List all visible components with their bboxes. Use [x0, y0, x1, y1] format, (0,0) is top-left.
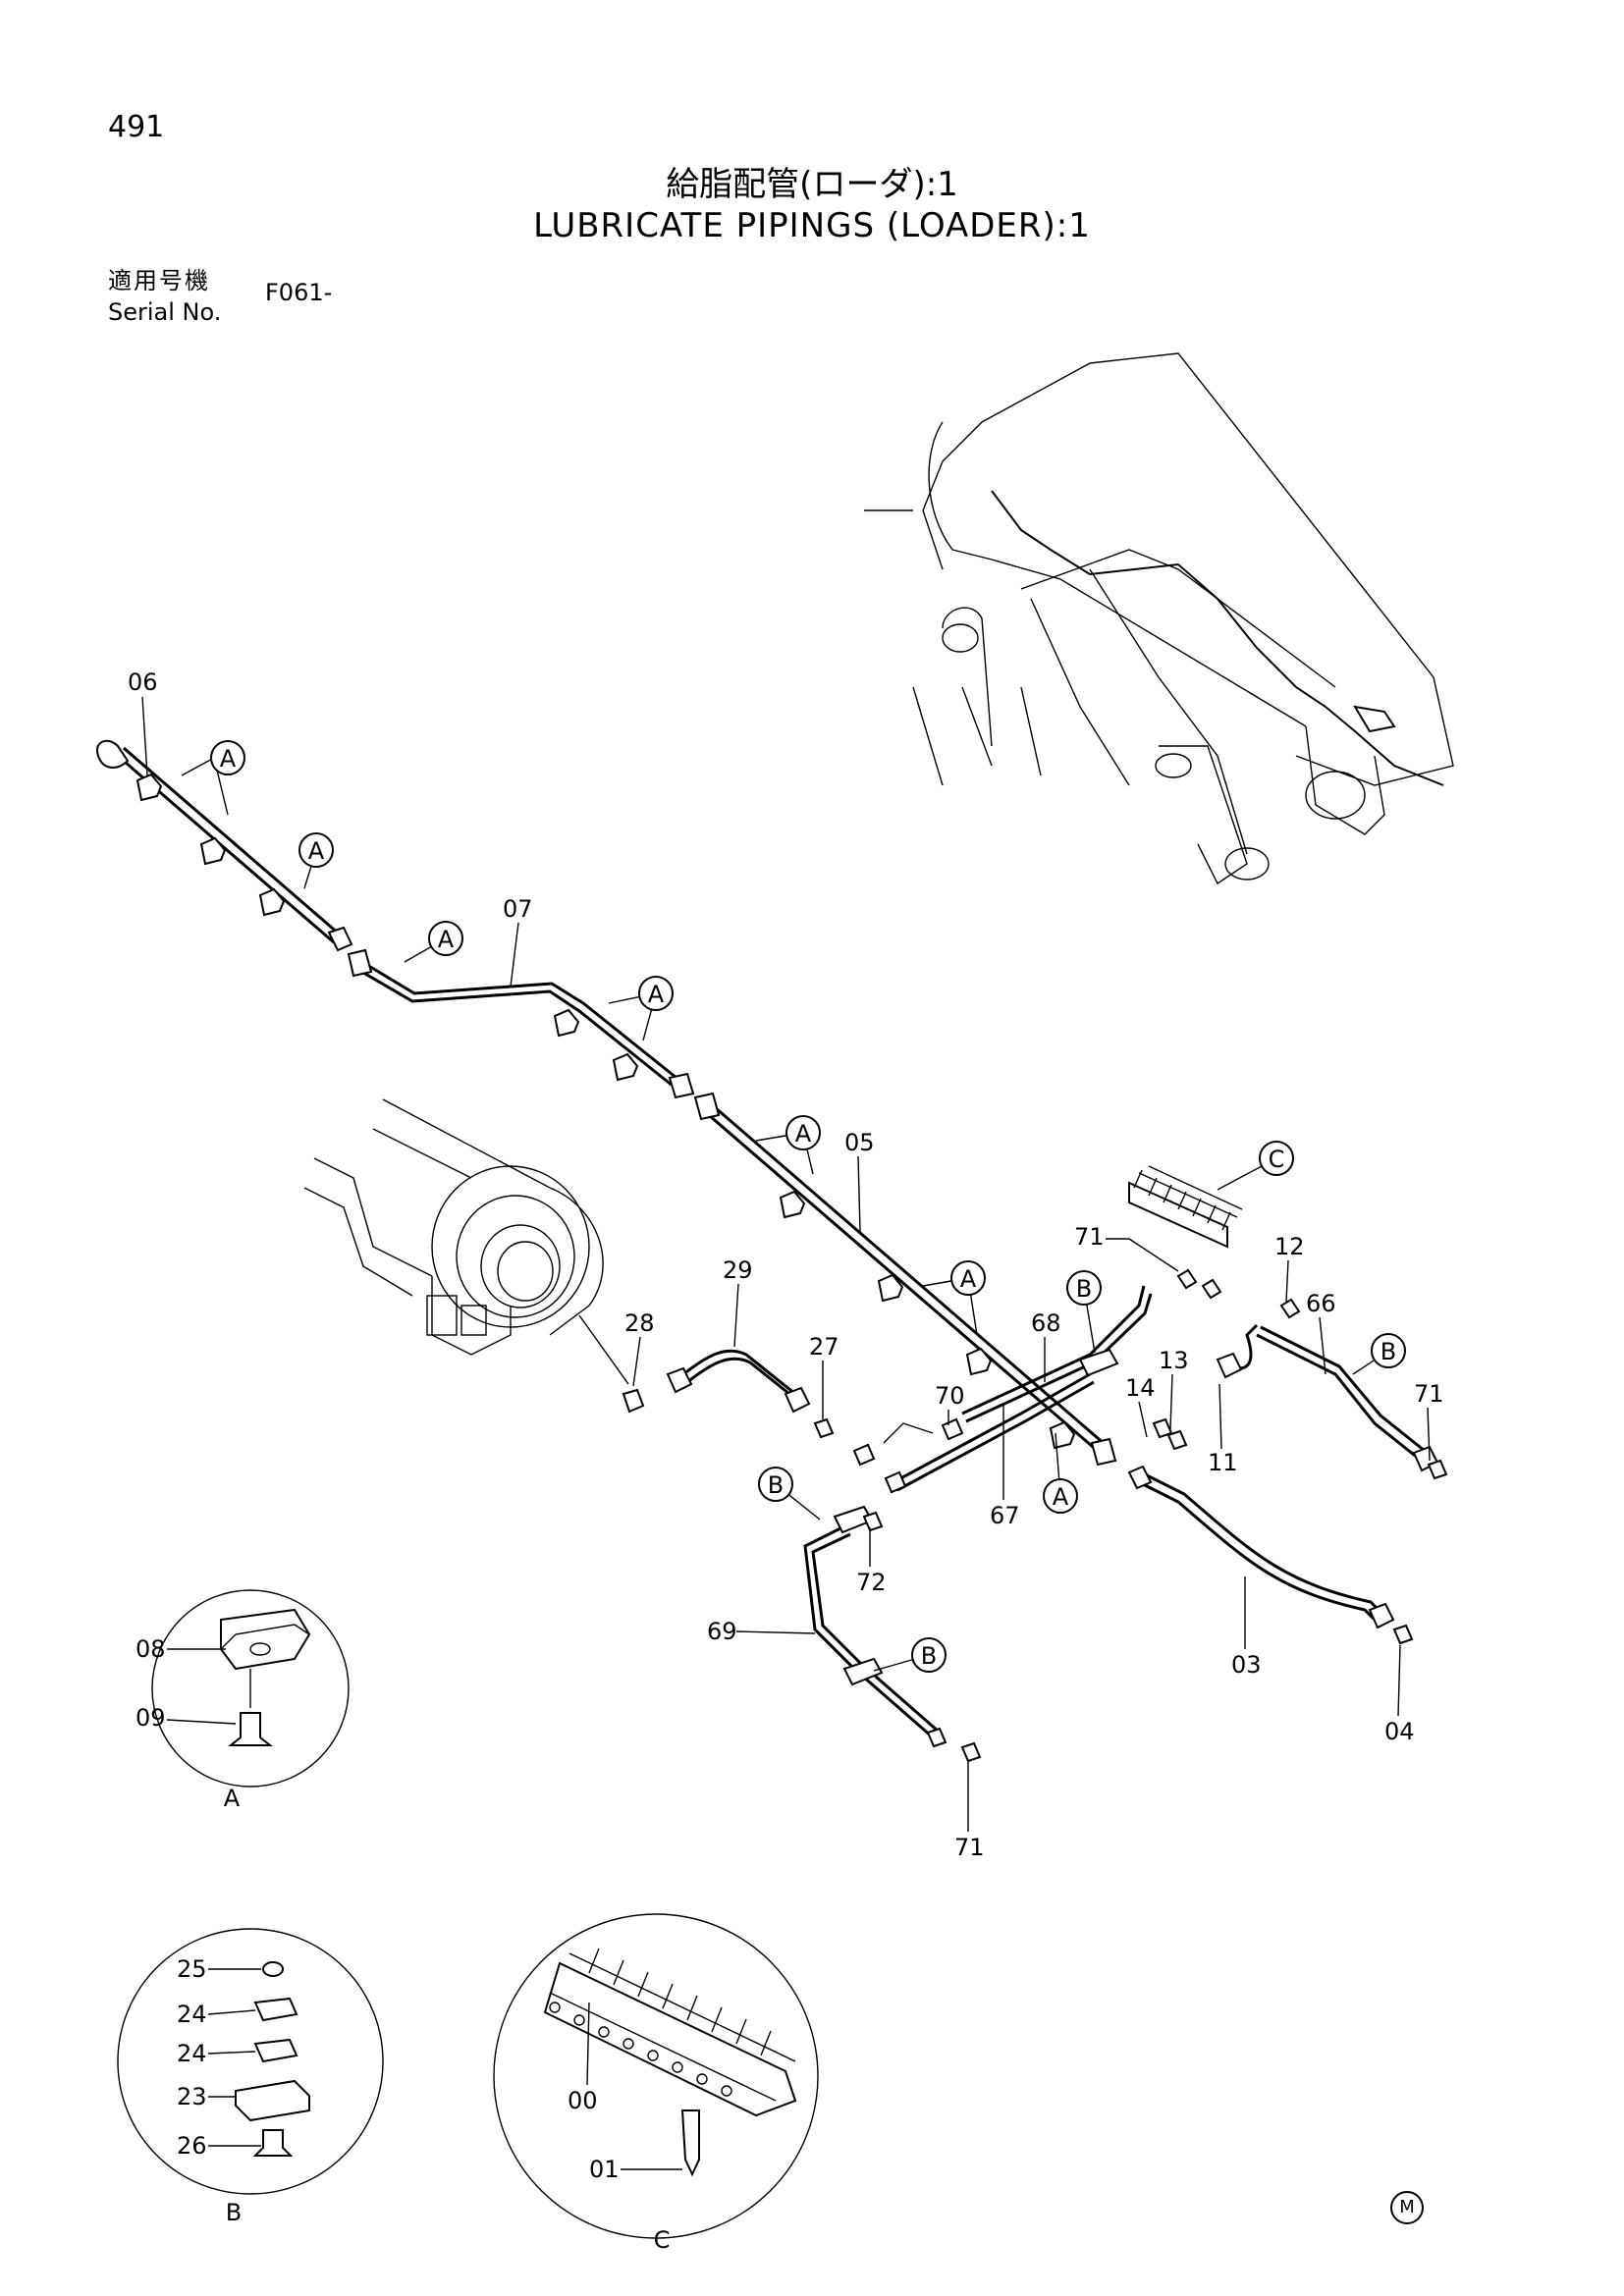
label-07: 07: [503, 895, 533, 923]
svg-text:C: C: [1269, 1146, 1285, 1173]
loader-boom-overview: [864, 352, 1454, 885]
label-24-a: 24: [177, 2001, 207, 2028]
callout-b-2: B: [1352, 1333, 1406, 1375]
callout-c-1: C: [1217, 1141, 1294, 1191]
pipe-68-67-assembly: [852, 1285, 1153, 1494]
svg-text:B: B: [768, 1471, 784, 1499]
label-66: 66: [1306, 1290, 1336, 1317]
pipe-05: [693, 1092, 1117, 1467]
callout-a-6: A: [922, 1260, 986, 1336]
detail-a-letter: A: [224, 1785, 241, 1812]
label-71-c: 71: [954, 1834, 985, 1861]
detail-view-c: 00 01 C: [493, 1913, 819, 2254]
svg-text:B: B: [921, 1642, 937, 1670]
svg-text:A: A: [220, 745, 237, 773]
label-05: 05: [844, 1129, 875, 1156]
label-11: 11: [1208, 1449, 1238, 1476]
svg-text:A: A: [438, 926, 455, 953]
distributor-block: [1128, 1165, 1243, 1249]
detail-view-a: 08 09 A: [135, 1589, 350, 1812]
label-67: 67: [990, 1502, 1020, 1529]
label-25: 25: [177, 1955, 207, 1983]
callout-b-4: B: [873, 1637, 947, 1673]
label-14: 14: [1125, 1374, 1156, 1402]
pipe-29-assembly: [622, 1349, 835, 1439]
part-labels: 06 07 05 29 28 27 70 68 67 71 12 66 13 1…: [128, 668, 1444, 1861]
serial-label-japanese: 適用号機: [108, 267, 210, 294]
pipe-clamps: [135, 773, 1076, 1450]
svg-text:A: A: [960, 1265, 977, 1293]
label-23: 23: [177, 2083, 207, 2110]
label-00: 00: [568, 2087, 598, 2114]
corner-mark-icon: M: [1390, 2191, 1424, 2224]
detail-c-letter: C: [654, 2226, 671, 2254]
callout-a-5: A: [755, 1115, 821, 1175]
pipe-69-assembly: [803, 1505, 982, 1763]
detail-view-b: 25 24 24 23 26 B: [117, 1928, 384, 2226]
svg-text:A: A: [308, 837, 325, 865]
serial-label-english: Serial No.: [108, 298, 222, 326]
label-09: 09: [135, 1704, 166, 1732]
title-japanese: 給脂配管(ローダ):1: [666, 165, 958, 204]
svg-text:B: B: [1076, 1275, 1092, 1303]
callout-a-7: A: [1043, 1432, 1078, 1514]
label-72: 72: [856, 1569, 887, 1596]
label-68: 68: [1031, 1309, 1061, 1337]
label-01: 01: [589, 2156, 620, 2183]
label-06: 06: [128, 668, 158, 696]
detail-b-letter: B: [226, 2199, 242, 2226]
callouts: A A A A A A A B B B B C: [181, 740, 1406, 1673]
callout-a-1: A: [181, 740, 245, 816]
label-28: 28: [624, 1309, 655, 1337]
svg-text:B: B: [1380, 1338, 1396, 1365]
svg-text:A: A: [795, 1120, 812, 1148]
label-03: 03: [1231, 1651, 1262, 1679]
bucket-hinge-illustration: [303, 1098, 629, 1385]
callout-a-4: A: [608, 976, 674, 1041]
label-12: 12: [1274, 1233, 1305, 1260]
label-29: 29: [723, 1256, 753, 1284]
callout-a-3: A: [404, 921, 463, 963]
label-71-b: 71: [1414, 1380, 1444, 1408]
page-number: 491: [108, 110, 165, 144]
label-70: 70: [935, 1382, 965, 1410]
callout-b-3: B: [758, 1467, 821, 1521]
label-26: 26: [177, 2132, 207, 2160]
serial-number-value: F061-: [265, 279, 333, 306]
label-69: 69: [707, 1618, 737, 1645]
label-08: 08: [135, 1635, 166, 1663]
label-24-b: 24: [177, 2040, 207, 2067]
pipe-07: [347, 948, 695, 1099]
label-27: 27: [809, 1333, 839, 1361]
svg-text:A: A: [648, 981, 665, 1008]
label-71-a: 71: [1074, 1223, 1105, 1251]
callout-b-1: B: [1066, 1270, 1102, 1354]
title-english: LUBRICATE PIPINGS (LOADER):1: [533, 206, 1091, 245]
label-04: 04: [1384, 1718, 1415, 1745]
pipe-06: [96, 739, 353, 952]
label-13: 13: [1159, 1347, 1189, 1374]
hose-03: [1127, 1465, 1414, 1645]
hose-11-66-assembly: [1152, 1268, 1448, 1480]
svg-text:A: A: [1053, 1483, 1069, 1511]
callout-a-2: A: [298, 832, 334, 889]
